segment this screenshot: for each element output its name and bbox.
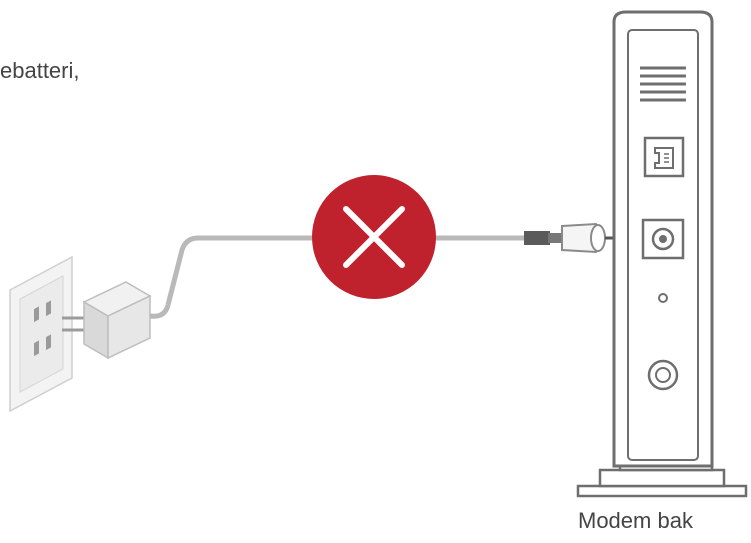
dc-plug-icon	[524, 222, 630, 254]
power-adapter-icon	[62, 281, 171, 360]
instruction-text-fragment: ebatteri,	[0, 58, 80, 83]
power-cable	[165, 235, 318, 306]
coax-port-icon	[647, 359, 679, 391]
vent-icon	[640, 66, 686, 102]
phone-port-icon	[643, 136, 685, 178]
reset-hole-icon	[658, 293, 668, 303]
power-port-icon	[641, 218, 685, 260]
wall-outlet-icon	[9, 255, 73, 413]
modem-back-label: Modem bak	[578, 508, 693, 533]
x-mark-icon	[312, 175, 436, 299]
